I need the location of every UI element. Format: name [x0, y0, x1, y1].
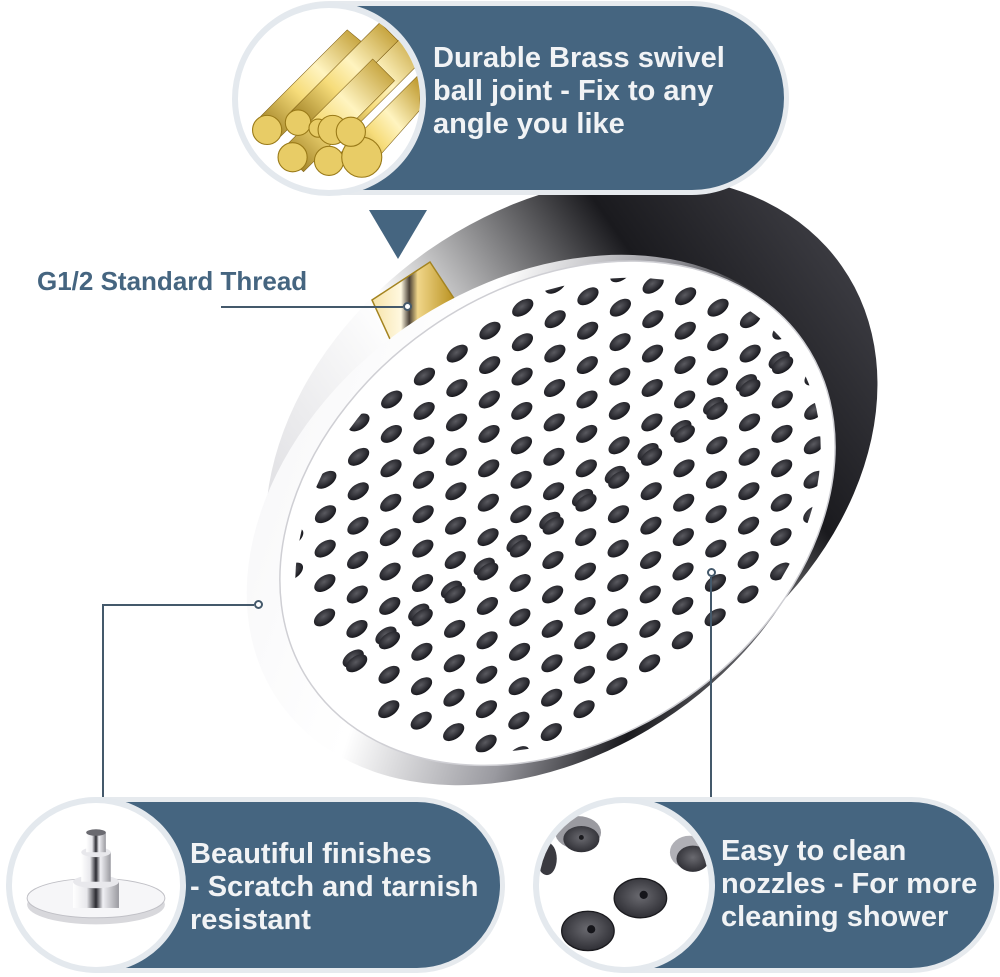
rubber-nozzles-icon	[533, 797, 715, 973]
callout-line: ball joint - Fix to any	[433, 75, 714, 107]
callout-line: Easy to clean	[721, 835, 907, 867]
callout-line: cleaning shower	[721, 901, 949, 933]
brass-rods-icon	[232, 2, 426, 196]
nozzle-leader-line	[710, 577, 712, 798]
finish-leader-dot	[254, 600, 263, 609]
thread-label: G1/2 Standard Thread	[37, 266, 308, 296]
callout-finish-text: Beautiful finishes - Scratch and tarnish…	[190, 838, 478, 937]
arrow-down-icon	[369, 210, 427, 259]
callout-brass-joint-text: Durable Brass swivel ball joint - Fix to…	[433, 42, 725, 141]
thread-leader-dot	[403, 302, 412, 311]
shower-head-side-icon	[6, 797, 186, 973]
callout-line: angle you like	[433, 108, 625, 140]
nozzle-leader-dot	[707, 568, 716, 577]
callout-line: nozzles - For more	[721, 868, 978, 900]
callout-line: Beautiful finishes	[190, 838, 432, 870]
callout-nozzles-text: Easy to clean nozzles - For more cleanin…	[721, 835, 977, 934]
finish-leader-line	[102, 604, 254, 606]
callout-line: resistant	[190, 904, 311, 936]
callout-line: - Scratch and tarnish	[190, 871, 479, 903]
callout-line: Durable Brass swivel	[433, 42, 725, 74]
nozzle-grid	[246, 180, 894, 814]
thread-leader-line	[221, 306, 403, 308]
finish-leader-line-vertical	[102, 604, 104, 798]
